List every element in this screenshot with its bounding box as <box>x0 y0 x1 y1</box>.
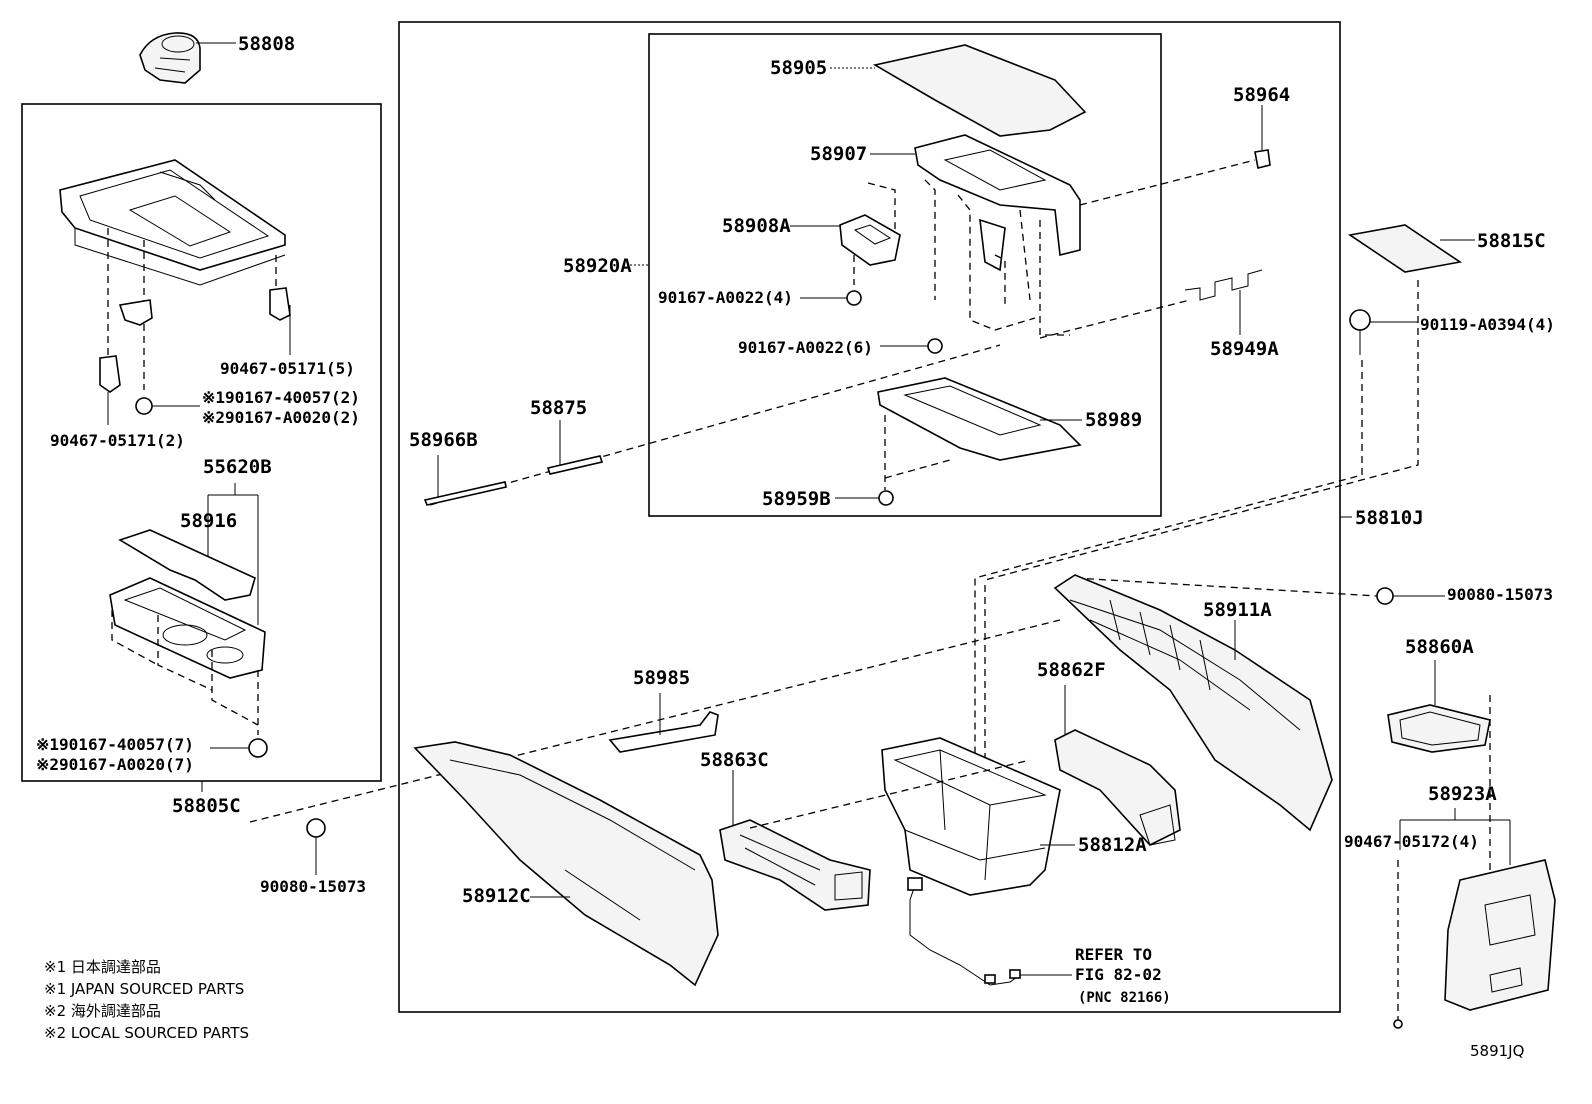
part-58912C-panel-drawing <box>413 741 719 987</box>
part-58964-clip-drawing <box>1254 149 1271 169</box>
part-58911A-panel-drawing <box>1053 574 1333 832</box>
label-58912C: 58912C <box>462 885 531 907</box>
label-58805C: 58805C <box>172 795 241 817</box>
label-90167-A0020-7: ※290167-A0020(7) <box>36 755 194 774</box>
label-58959B: 58959B <box>762 488 831 510</box>
label-58966B: 58966B <box>409 429 478 451</box>
label-58860A: 58860A <box>1405 636 1474 658</box>
screw-90167-A0022-4-drawing <box>846 290 862 306</box>
label-58808: 58808 <box>238 33 295 55</box>
note-1-en: ※1 JAPAN SOURCED PARTS <box>44 980 244 998</box>
label-90467-05172-4: 90467-05172(4) <box>1344 832 1479 851</box>
label-90080-15073-left: 90080-15073 <box>260 877 366 896</box>
bolt-90080-15073-left-drawing <box>306 818 326 850</box>
label-90119-A0394-4: 90119-A0394(4) <box>1420 315 1555 334</box>
screw-90167-A0022-6-drawing <box>927 338 943 354</box>
label-58862F: 58862F <box>1037 659 1106 681</box>
label-90167-A0020-2: ※290167-A0020(2) <box>202 408 360 427</box>
label-90167-40057-2: ※190167-40057(2) <box>202 388 360 407</box>
note-2-en: ※2 LOCAL SOURCED PARTS <box>44 1024 249 1042</box>
part-58875-strip-drawing <box>546 455 604 475</box>
part-58949A-spring-drawing <box>1184 269 1263 301</box>
part-55620B-cupholder-drawing <box>109 577 266 679</box>
part-58966B-rod-drawing <box>423 481 507 506</box>
label-58863C: 58863C <box>700 749 769 771</box>
bolt-90119-A0394-drawing <box>1349 309 1371 355</box>
part-58923A-bezel-drawing <box>1444 859 1556 1011</box>
armrest-assembly-frame <box>648 33 1162 517</box>
label-58964: 58964 <box>1233 84 1290 106</box>
label-58875: 58875 <box>530 397 587 419</box>
part-58908A-bracket-drawing <box>839 214 901 266</box>
screw-90167-40057-7-drawing <box>248 738 268 758</box>
part-58862F-duct-drawing <box>1054 729 1181 846</box>
label-58810J: 58810J <box>1355 507 1424 529</box>
bolt-90080-15073-right-drawing <box>1376 587 1394 605</box>
part-58907-hinge-drawing <box>914 134 1081 272</box>
label-58815C: 58815C <box>1477 230 1546 252</box>
label-58907: 58907 <box>810 143 867 165</box>
part-58860A-vent-drawing <box>1387 704 1491 753</box>
part-58815C-pad-drawing <box>1347 224 1463 273</box>
refer-line-2: FIG 82-02 <box>1075 965 1162 984</box>
label-58908A: 58908A <box>722 215 791 237</box>
note-1-jp: ※1 日本調達部品 <box>44 958 161 976</box>
label-90167-A0022-4: 90167-A0022(4) <box>658 288 793 307</box>
part-shift-panel-drawing <box>59 159 286 286</box>
part-58959B-clip-drawing <box>878 490 894 506</box>
label-58923A: 58923A <box>1428 783 1497 805</box>
label-58905: 58905 <box>770 57 827 79</box>
label-58911A: 58911A <box>1203 599 1272 621</box>
clip-90467-05172-drawing <box>1393 1019 1403 1029</box>
part-58985-bracket-drawing <box>608 711 719 753</box>
label-90467-05171-2: 90467-05171(2) <box>50 431 185 450</box>
label-58916: 58916 <box>180 510 237 532</box>
part-58808-drawing <box>139 32 201 84</box>
label-58949A: 58949A <box>1210 338 1279 360</box>
wire-harness-drawing <box>907 877 1040 986</box>
part-58905-lid-drawing <box>872 44 1087 137</box>
part-58863C-duct-drawing <box>719 819 871 911</box>
label-90467-05171-5: 90467-05171(5) <box>220 359 355 378</box>
label-90080-15073-right: 90080-15073 <box>1447 585 1553 604</box>
figure-code: 5891JQ <box>1470 1042 1524 1060</box>
label-58812A: 58812A <box>1078 834 1147 856</box>
part-58812A-box-drawing <box>881 737 1061 896</box>
clip-90467-left-drawing <box>99 287 291 415</box>
label-90167-40057-7: ※190167-40057(7) <box>36 735 194 754</box>
note-2-jp: ※2 海外調達部品 <box>44 1002 161 1020</box>
part-58916-mat-drawing <box>118 529 256 601</box>
part-58989-tray-drawing <box>877 377 1082 461</box>
label-58920A: 58920A <box>563 255 632 277</box>
label-55620B: 55620B <box>203 456 272 478</box>
label-58985: 58985 <box>633 667 690 689</box>
label-90167-A0022-6: 90167-A0022(6) <box>738 338 873 357</box>
refer-line-3: (PNC 82166) <box>1078 990 1171 1006</box>
label-58989: 58989 <box>1085 409 1142 431</box>
refer-line-1: REFER TO <box>1075 945 1152 964</box>
